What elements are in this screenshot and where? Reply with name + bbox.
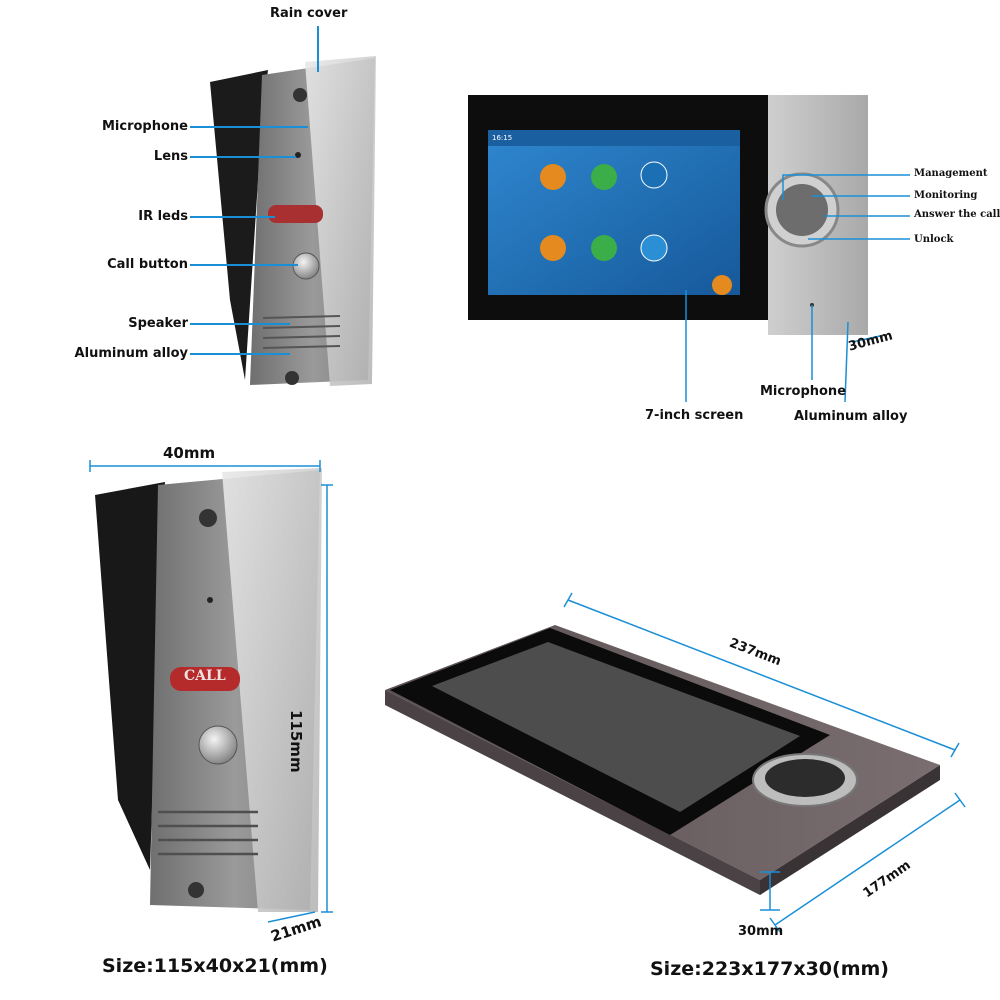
label-rain-cover: Rain cover [270,6,348,21]
monitor-front-edge [385,690,760,895]
screen-topbar [488,130,740,146]
screw-hole-bottom [285,371,299,385]
rain-cover-shadow-2 [95,482,165,870]
monitor-front [468,95,868,335]
screw-hole-top-2 [199,509,217,527]
label-microphone-outdoor: Microphone [101,119,188,134]
monitor-dimension-lines [563,592,966,933]
label-management: Management [914,168,988,179]
screw-hole-top [293,88,307,102]
screw-hole-bottom-2 [188,882,204,898]
app-power-icon [640,234,668,262]
outdoor-dimension-lines [89,460,333,923]
call-plate [170,667,240,691]
label-ir-leds: IR leds [138,209,188,224]
monitor-size-caption: Size:223x177x30(mm) [650,958,889,980]
outdoor-size-caption: Size:115x40x21(mm) [102,955,328,977]
label-unlock: Unlock [914,234,954,245]
speaker-grille [262,315,341,349]
outdoor-unit-top [210,56,376,386]
speaker-grille-2 [158,810,258,856]
call-button-2 [198,725,238,765]
app-volume-icon [591,235,617,261]
label-7inch-screen: 7-inch screen [645,408,744,423]
call-plate-text: CALL [184,668,226,684]
label-monitoring: Monitoring [914,190,978,201]
dim-height-outdoor: 115mm [287,710,305,773]
label-aluminum-alloy-monitor: Aluminum alloy [794,409,908,424]
control-pad-2 [765,759,845,797]
label-microphone-monitor: Microphone [760,384,847,399]
dim-width-outdoor: 40mm [163,444,216,462]
rain-cover-front-2 [222,468,322,912]
label-lens: Lens [153,149,188,164]
app-back-icon [712,275,732,295]
screen-time: 16:15 [492,134,513,142]
outdoor-unit-dim [95,468,322,912]
label-answer-call: Answer the call [914,209,1000,220]
label-call-button: Call button [107,257,188,272]
rain-cover-shadow [210,70,268,380]
lens-dot [295,152,301,158]
monitor-callouts [685,174,910,403]
monitor-perspective [385,625,940,895]
control-pad [776,184,828,236]
ir-led-strip [268,205,323,223]
app-users-icon [540,235,566,261]
app-media-icon [640,161,668,189]
monitor-screen [488,130,740,295]
label-aluminum-alloy-outdoor: Aluminum alloy [74,346,188,361]
lens-dot-2 [207,597,213,603]
monitor-screen-2 [432,642,800,812]
monitor-side-edge [760,765,940,895]
rain-cover-front [305,56,376,386]
outdoor-callouts [190,26,319,355]
label-speaker: Speaker [128,316,188,331]
app-settings-icon [540,164,566,190]
dim-depth-monitor: 30mm [738,924,784,939]
app-monitor-icon [591,164,617,190]
